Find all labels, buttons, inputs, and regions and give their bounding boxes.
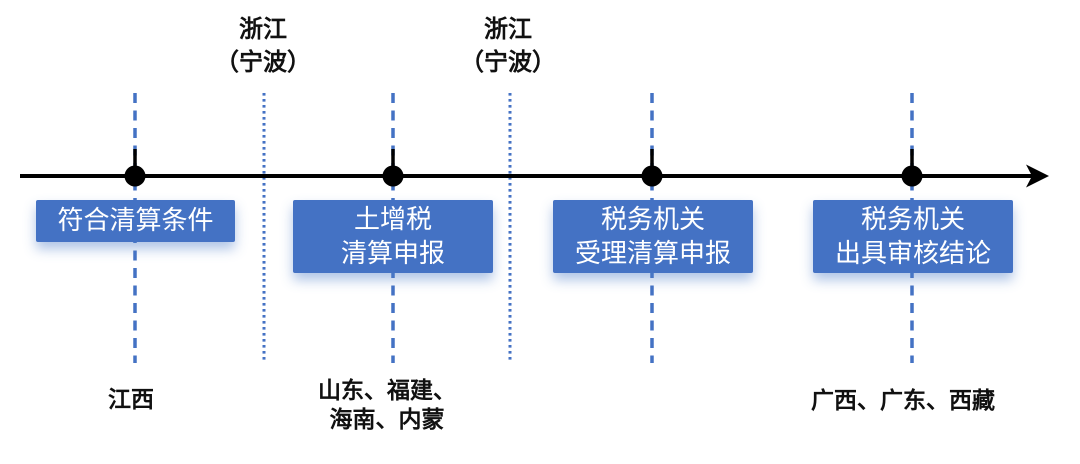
node-dot [124, 165, 146, 187]
arrow-right-icon [1026, 164, 1049, 188]
province-label-line: 广西、广东、西藏 [811, 388, 995, 413]
node-dot [901, 165, 923, 187]
node-dot [641, 165, 663, 187]
stage-box-text: 土增税 [353, 204, 432, 234]
province-label-line: 山东、福建、 [318, 378, 456, 403]
province-label-line: 海南、内蒙 [329, 407, 445, 432]
province-label-line: 江西 [108, 387, 154, 412]
stage-box-tax-authority-accepts-filing: 税务机关 受理清算申报 [553, 200, 753, 273]
stage-box-text: 符合清算条件 [57, 206, 214, 235]
region-label-zhejiang-ningbo-1: 浙江 （宁波） [215, 14, 311, 80]
region-label-line: （宁波） [460, 50, 556, 76]
region-label-line: 浙江 [239, 17, 287, 43]
province-label-shandong-fujian-hainan-neimeng: 山东、福建、 海南、内蒙 [318, 376, 456, 434]
region-label-line: 浙江 [484, 17, 532, 43]
stage-box-meets-liquidation-conditions: 符合清算条件 [36, 200, 235, 242]
stage-box-text: 出具审核结论 [834, 238, 991, 268]
stage-box-text: 受理清算申报 [574, 238, 731, 268]
province-label-guangxi-guangdong-xizang: 广西、广东、西藏 [811, 386, 995, 415]
stage-box-tax-authority-issues-conclusion: 税务机关 出具审核结论 [813, 200, 1013, 273]
region-label-line: （宁波） [215, 50, 311, 76]
stage-box-text: 税务机关 [860, 204, 965, 234]
stage-box-text: 税务机关 [600, 204, 705, 234]
stage-box-text: 清算申报 [340, 238, 445, 268]
node-dot [382, 165, 404, 187]
region-label-zhejiang-ningbo-2: 浙江 （宁波） [460, 14, 556, 80]
stage-box-lvit-liquidation-filing: 土增税 清算申报 [293, 200, 493, 273]
province-label-jiangxi: 江西 [108, 385, 154, 414]
